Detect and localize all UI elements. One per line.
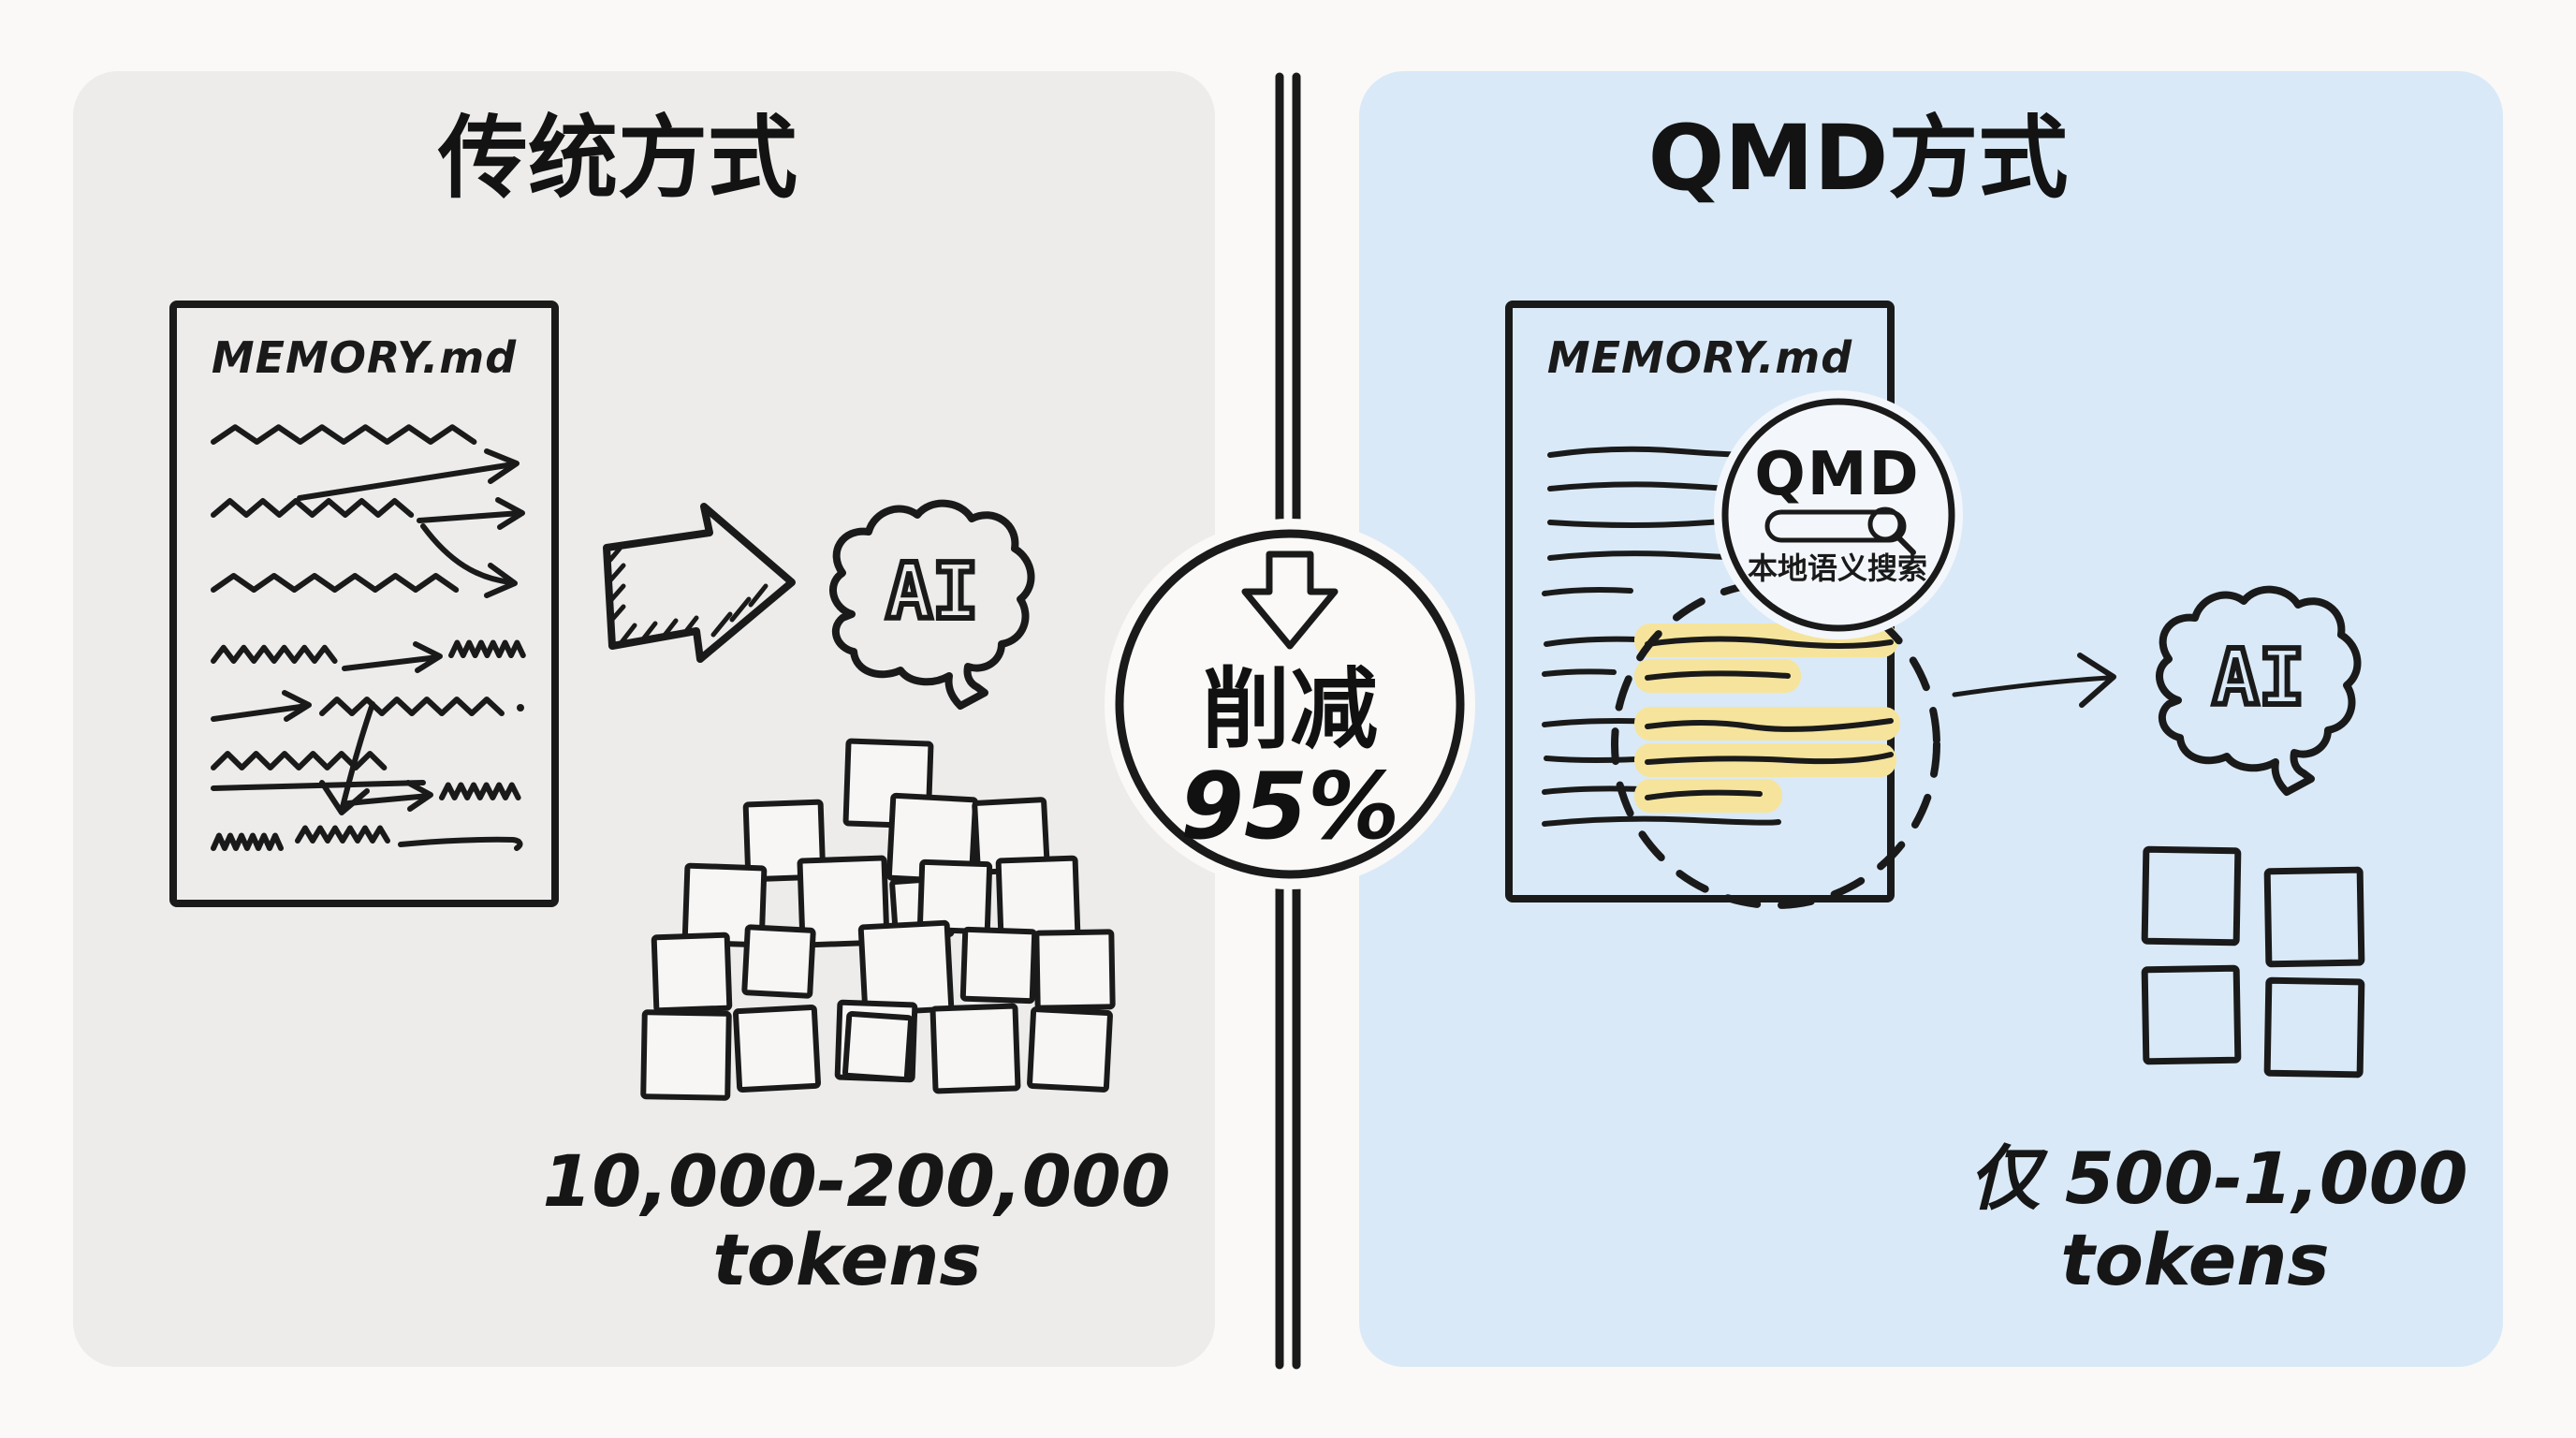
left-panel (73, 71, 1215, 1367)
down-arrow-icon (1241, 550, 1339, 650)
ai-brain-icon-right: AI (2159, 590, 2358, 792)
scribble-lines (213, 427, 524, 851)
left-token-unit: tokens (712, 1218, 981, 1301)
right-token-range: 仅 500-1,000 (1969, 1137, 2467, 1220)
qmd-badge-caption: 本地语义搜索 (1748, 550, 1927, 586)
left-panel-title: 传统方式 (437, 106, 798, 211)
token-grid (2141, 845, 2365, 1078)
reduction-label: 削减 (1202, 659, 1378, 761)
thin-right-arrow-icon (1952, 653, 2116, 708)
right-panel-title: QMD方式 (1648, 106, 2069, 211)
search-bar-icon (1764, 506, 1916, 555)
right-document-title: MEMORY.md (1547, 332, 1852, 383)
ai-label-left: AI (886, 548, 979, 637)
left-memory-document: MEMORY.md (169, 301, 559, 907)
qmd-search-badge: QMD 本地语义搜索 (1714, 390, 1963, 639)
ai-brain-icon-left: AI (833, 504, 1032, 706)
right-token-unit: tokens (2060, 1218, 2329, 1301)
qmd-badge-label: QMD (1754, 440, 1920, 509)
left-document-title: MEMORY.md (212, 332, 517, 383)
token-pile (640, 738, 1116, 1101)
ai-label-right: AI (2213, 634, 2305, 723)
reduction-percent: 95% (1180, 754, 1400, 860)
big-right-arrow-icon (603, 503, 796, 663)
left-token-range: 10,000-200,000 (543, 1139, 1171, 1223)
reduction-badge: 削减 95% (1105, 519, 1475, 889)
